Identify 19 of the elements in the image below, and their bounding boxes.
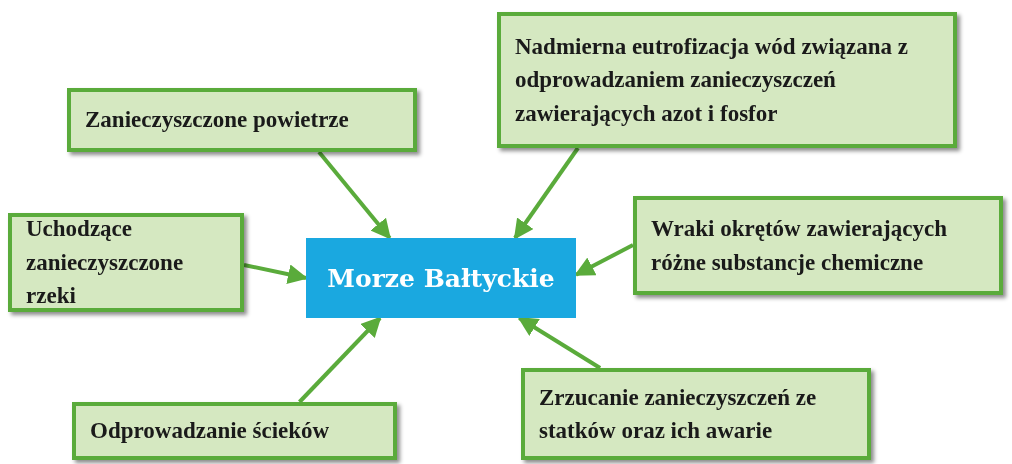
- arrow: [517, 316, 602, 370]
- arrow: [513, 146, 580, 240]
- cause-box: [67, 88, 417, 152]
- box-text: Zrzucanie zanieczyszczeń ze statków oraz ich awarie: [539, 383, 818, 445]
- cause-box: [521, 368, 871, 460]
- central-box: [306, 238, 576, 318]
- arrow: [317, 150, 392, 240]
- arrow: [298, 316, 382, 404]
- box-text: Nadmierna eutrofizacja wód związana z odprowadzaniem zanieczyszczeń zawierających azot i fosfor: [515, 33, 910, 128]
- box-text: Odprowadzanie ścieków: [90, 417, 330, 446]
- box-text: Wraki okrętów zawierających różne substancje chemiczne: [651, 215, 948, 277]
- box-text: Uchodzące zanieczyszczone rzeki: [26, 215, 185, 311]
- cause-box: [497, 12, 957, 148]
- cause-box: [8, 213, 244, 312]
- arrow: [243, 263, 308, 285]
- box-text: Zanieczyszczone powietrze: [85, 106, 349, 135]
- box-text: Morze Bałtyckie: [327, 263, 555, 293]
- cause-box: [633, 196, 1003, 295]
- cause-box: [72, 402, 397, 460]
